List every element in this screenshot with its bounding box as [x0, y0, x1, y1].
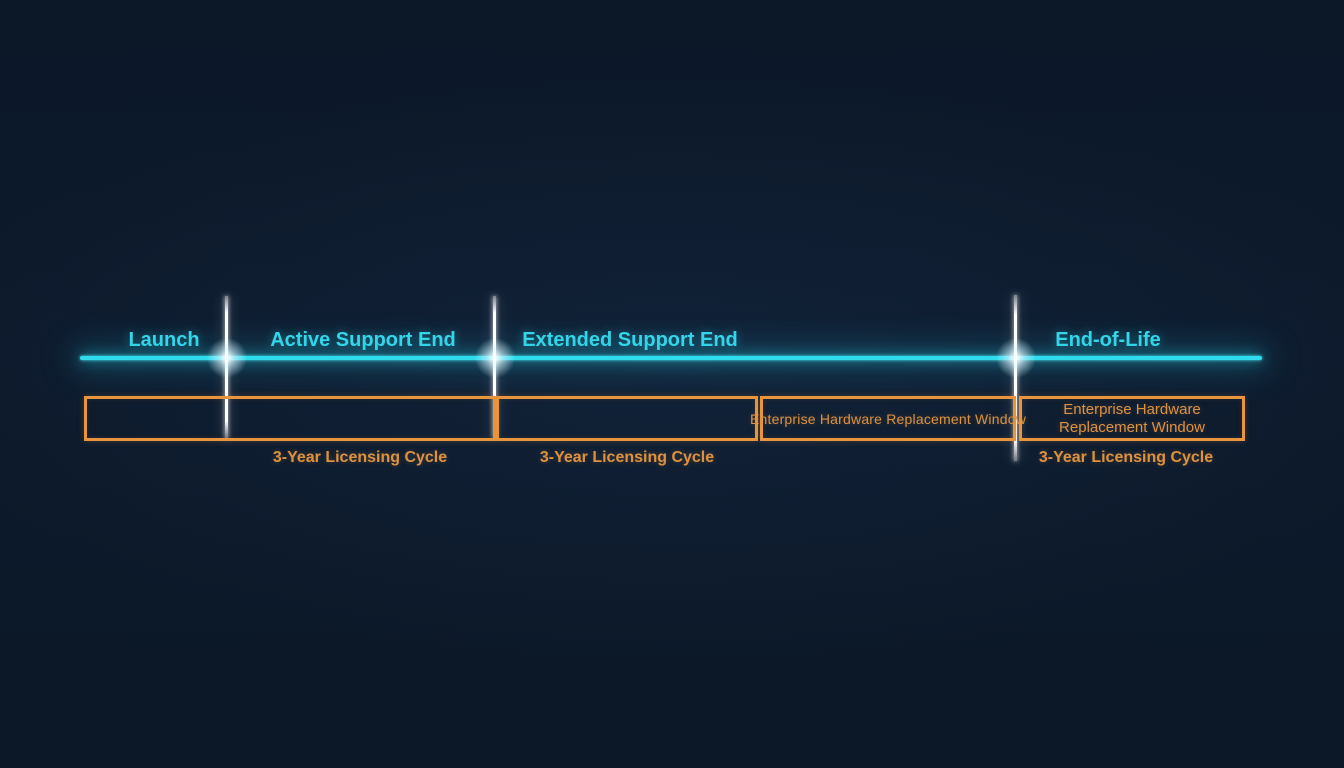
licensing-cycle-caption-3: 3-Year Licensing Cycle	[1038, 449, 1214, 466]
milestone-label-active-support-end: Active Support End	[270, 329, 456, 351]
cycle-box-3-hardware-replacement: Enterprise Hardware Replacement Window	[750, 396, 1026, 441]
hardware-replacement-window-label: Enterprise Hardware Replacement Window	[1059, 400, 1205, 436]
cycle-box-4-hardware-replacement: Enterprise Hardware Replacement Window	[1019, 396, 1245, 441]
timeline-axis-line	[80, 356, 1262, 360]
cycle-box-2	[496, 396, 758, 441]
milestone-label-end-of-life: End-of-Life	[1055, 329, 1161, 351]
licensing-cycle-caption-2: 3-Year Licensing Cycle	[539, 449, 715, 466]
milestone-label-extended-support-end: Extended Support End	[522, 329, 738, 351]
cycle-box-1	[84, 396, 496, 441]
licensing-cycle-caption-1: 3-Year Licensing Cycle	[272, 449, 448, 466]
milestone-label-launch: Launch	[128, 329, 200, 351]
hardware-replacement-window-label: Enterprise Hardware Replacement Window	[749, 410, 1027, 427]
